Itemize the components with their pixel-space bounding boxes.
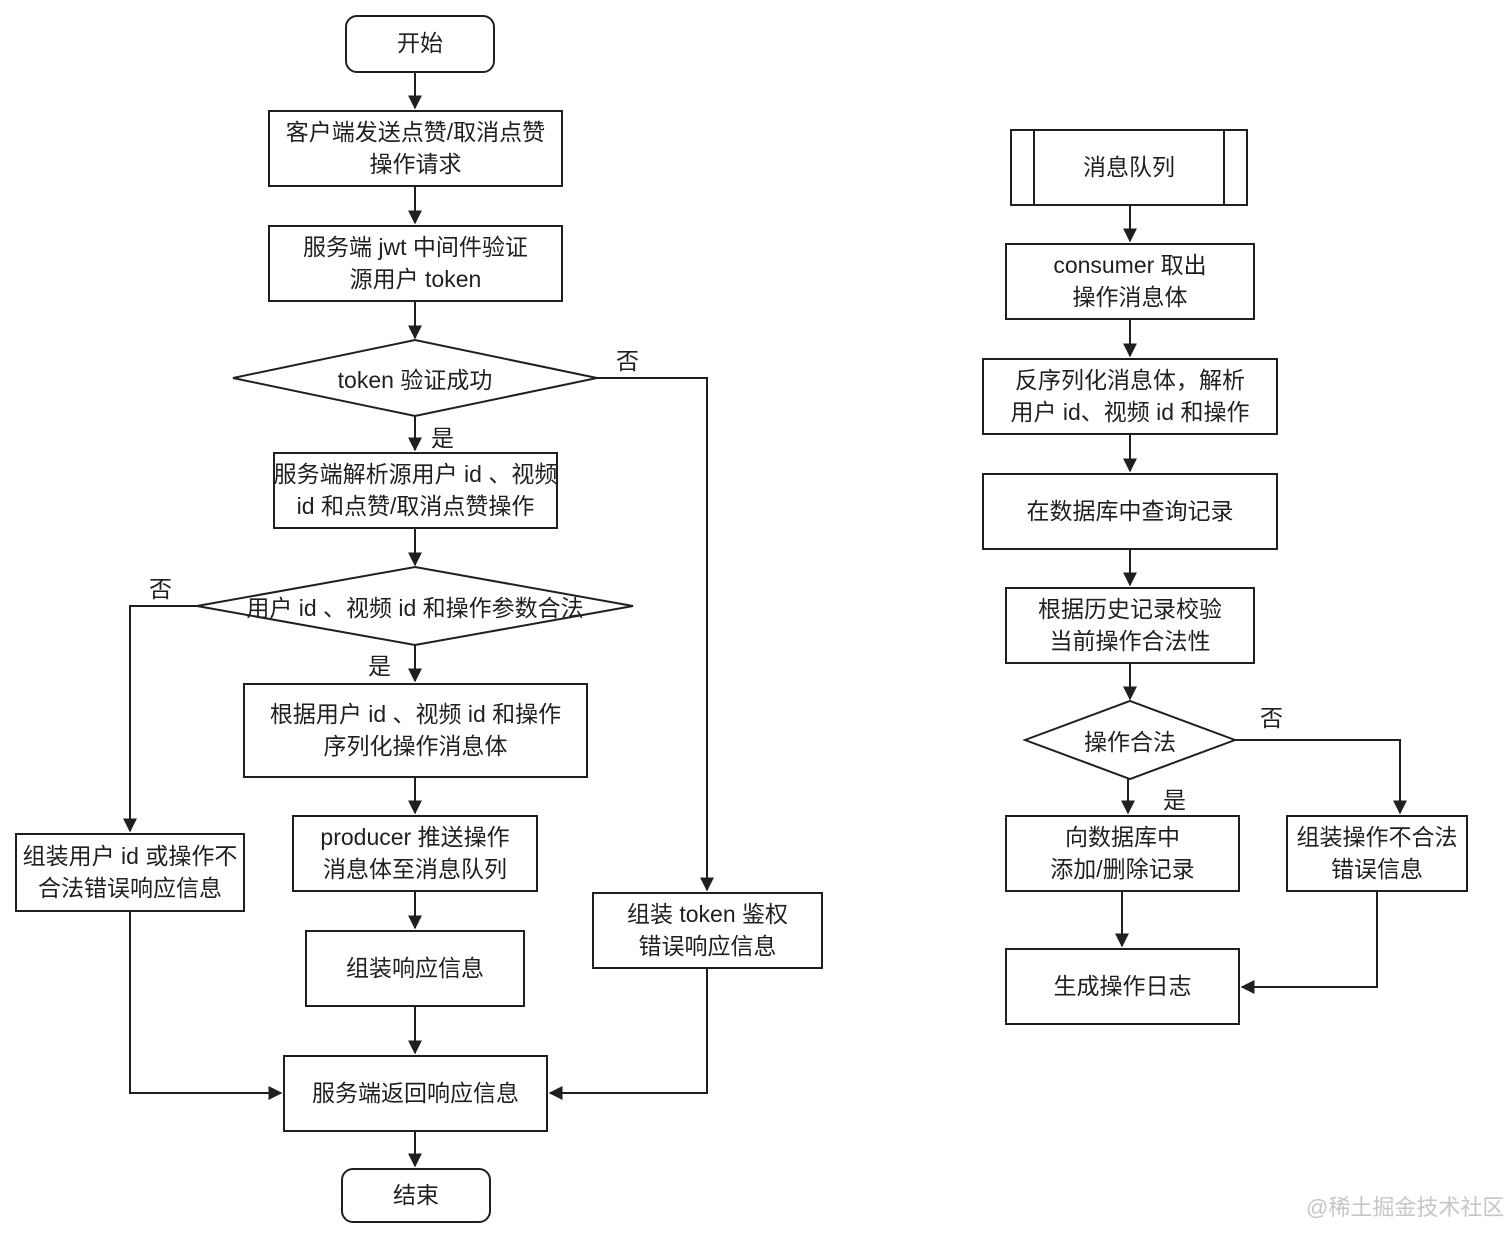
- node-consumer-fetch: consumer 取出 操作消息体: [1005, 243, 1255, 320]
- node-start: 开始: [345, 15, 495, 73]
- branch-label-token-yes: 是: [431, 425, 454, 451]
- watermark: @稀土掘金技术社区: [1306, 1195, 1505, 1220]
- node-query-db: 在数据库中查询记录: [982, 473, 1278, 550]
- diamond-op-valid-label: 操作合法: [1084, 729, 1176, 755]
- node-message-queue: 消息队列: [1010, 129, 1248, 206]
- edge-valid-no-to-invalid-err: [123, 605, 197, 833]
- node-producer-push: producer 推送操作 消息体至消息队列: [292, 815, 538, 892]
- node-db-write: 向数据库中 添加/删除记录: [1005, 815, 1240, 892]
- node-invalid-params-error: 组装用户 id 或操作不 合法错误响应信息: [15, 833, 245, 912]
- predefined-process-bar-left: [1033, 131, 1035, 204]
- diamond-op-valid-shape: [1022, 699, 1238, 781]
- edge-invalid-err-to-return: [129, 912, 283, 1100]
- node-token-error: 组装 token 鉴权 错误响应信息: [592, 892, 823, 969]
- node-client-request: 客户端发送点赞/取消点赞 操作请求: [268, 110, 563, 187]
- node-build-response: 组装响应信息: [305, 930, 525, 1007]
- edge-token-err-to-return: [548, 969, 708, 1100]
- node-op-log: 生成操作日志: [1005, 948, 1240, 1025]
- edge-invalid-op-err-to-log: [1240, 892, 1378, 994]
- node-invalid-op-error: 组装操作不合法 错误信息: [1286, 815, 1468, 892]
- node-check-history: 根据历史记录校验 当前操作合法性: [1005, 587, 1255, 664]
- node-deserialize: 反序列化消息体，解析 用户 id、视频 id 和操作: [982, 358, 1278, 435]
- message-queue-label: 消息队列: [1083, 153, 1175, 180]
- edge-token-no-to-token-err: [597, 377, 714, 892]
- diamond-token-valid-shape: [232, 338, 598, 418]
- node-jwt-verify: 服务端 jwt 中间件验证 源用户 token: [268, 225, 563, 302]
- node-parse-ids: 服务端解析源用户 id 、视频 id 和点赞/取消点赞操作: [273, 452, 558, 529]
- node-end: 结束: [341, 1168, 491, 1223]
- branch-label-op-no: 否: [1260, 705, 1283, 731]
- edge-op-no-to-invalid-op-err: [1235, 739, 1407, 815]
- branch-label-op-yes: 是: [1163, 787, 1186, 813]
- branch-label-params-no: 否: [149, 576, 172, 602]
- branch-label-params-yes: 是: [368, 653, 391, 679]
- diamond-token-valid-label: token 验证成功: [337, 367, 493, 393]
- branch-label-token-no: 否: [616, 348, 639, 374]
- diamond-params-valid-label: 用户 id 、视频 id 和操作参数合法: [246, 595, 584, 621]
- node-serialize: 根据用户 id 、视频 id 和操作 序列化操作消息体: [243, 683, 588, 778]
- predefined-process-bar-right: [1223, 131, 1225, 204]
- diamond-params-valid-shape: [196, 565, 634, 647]
- node-return-response: 服务端返回响应信息: [283, 1055, 548, 1132]
